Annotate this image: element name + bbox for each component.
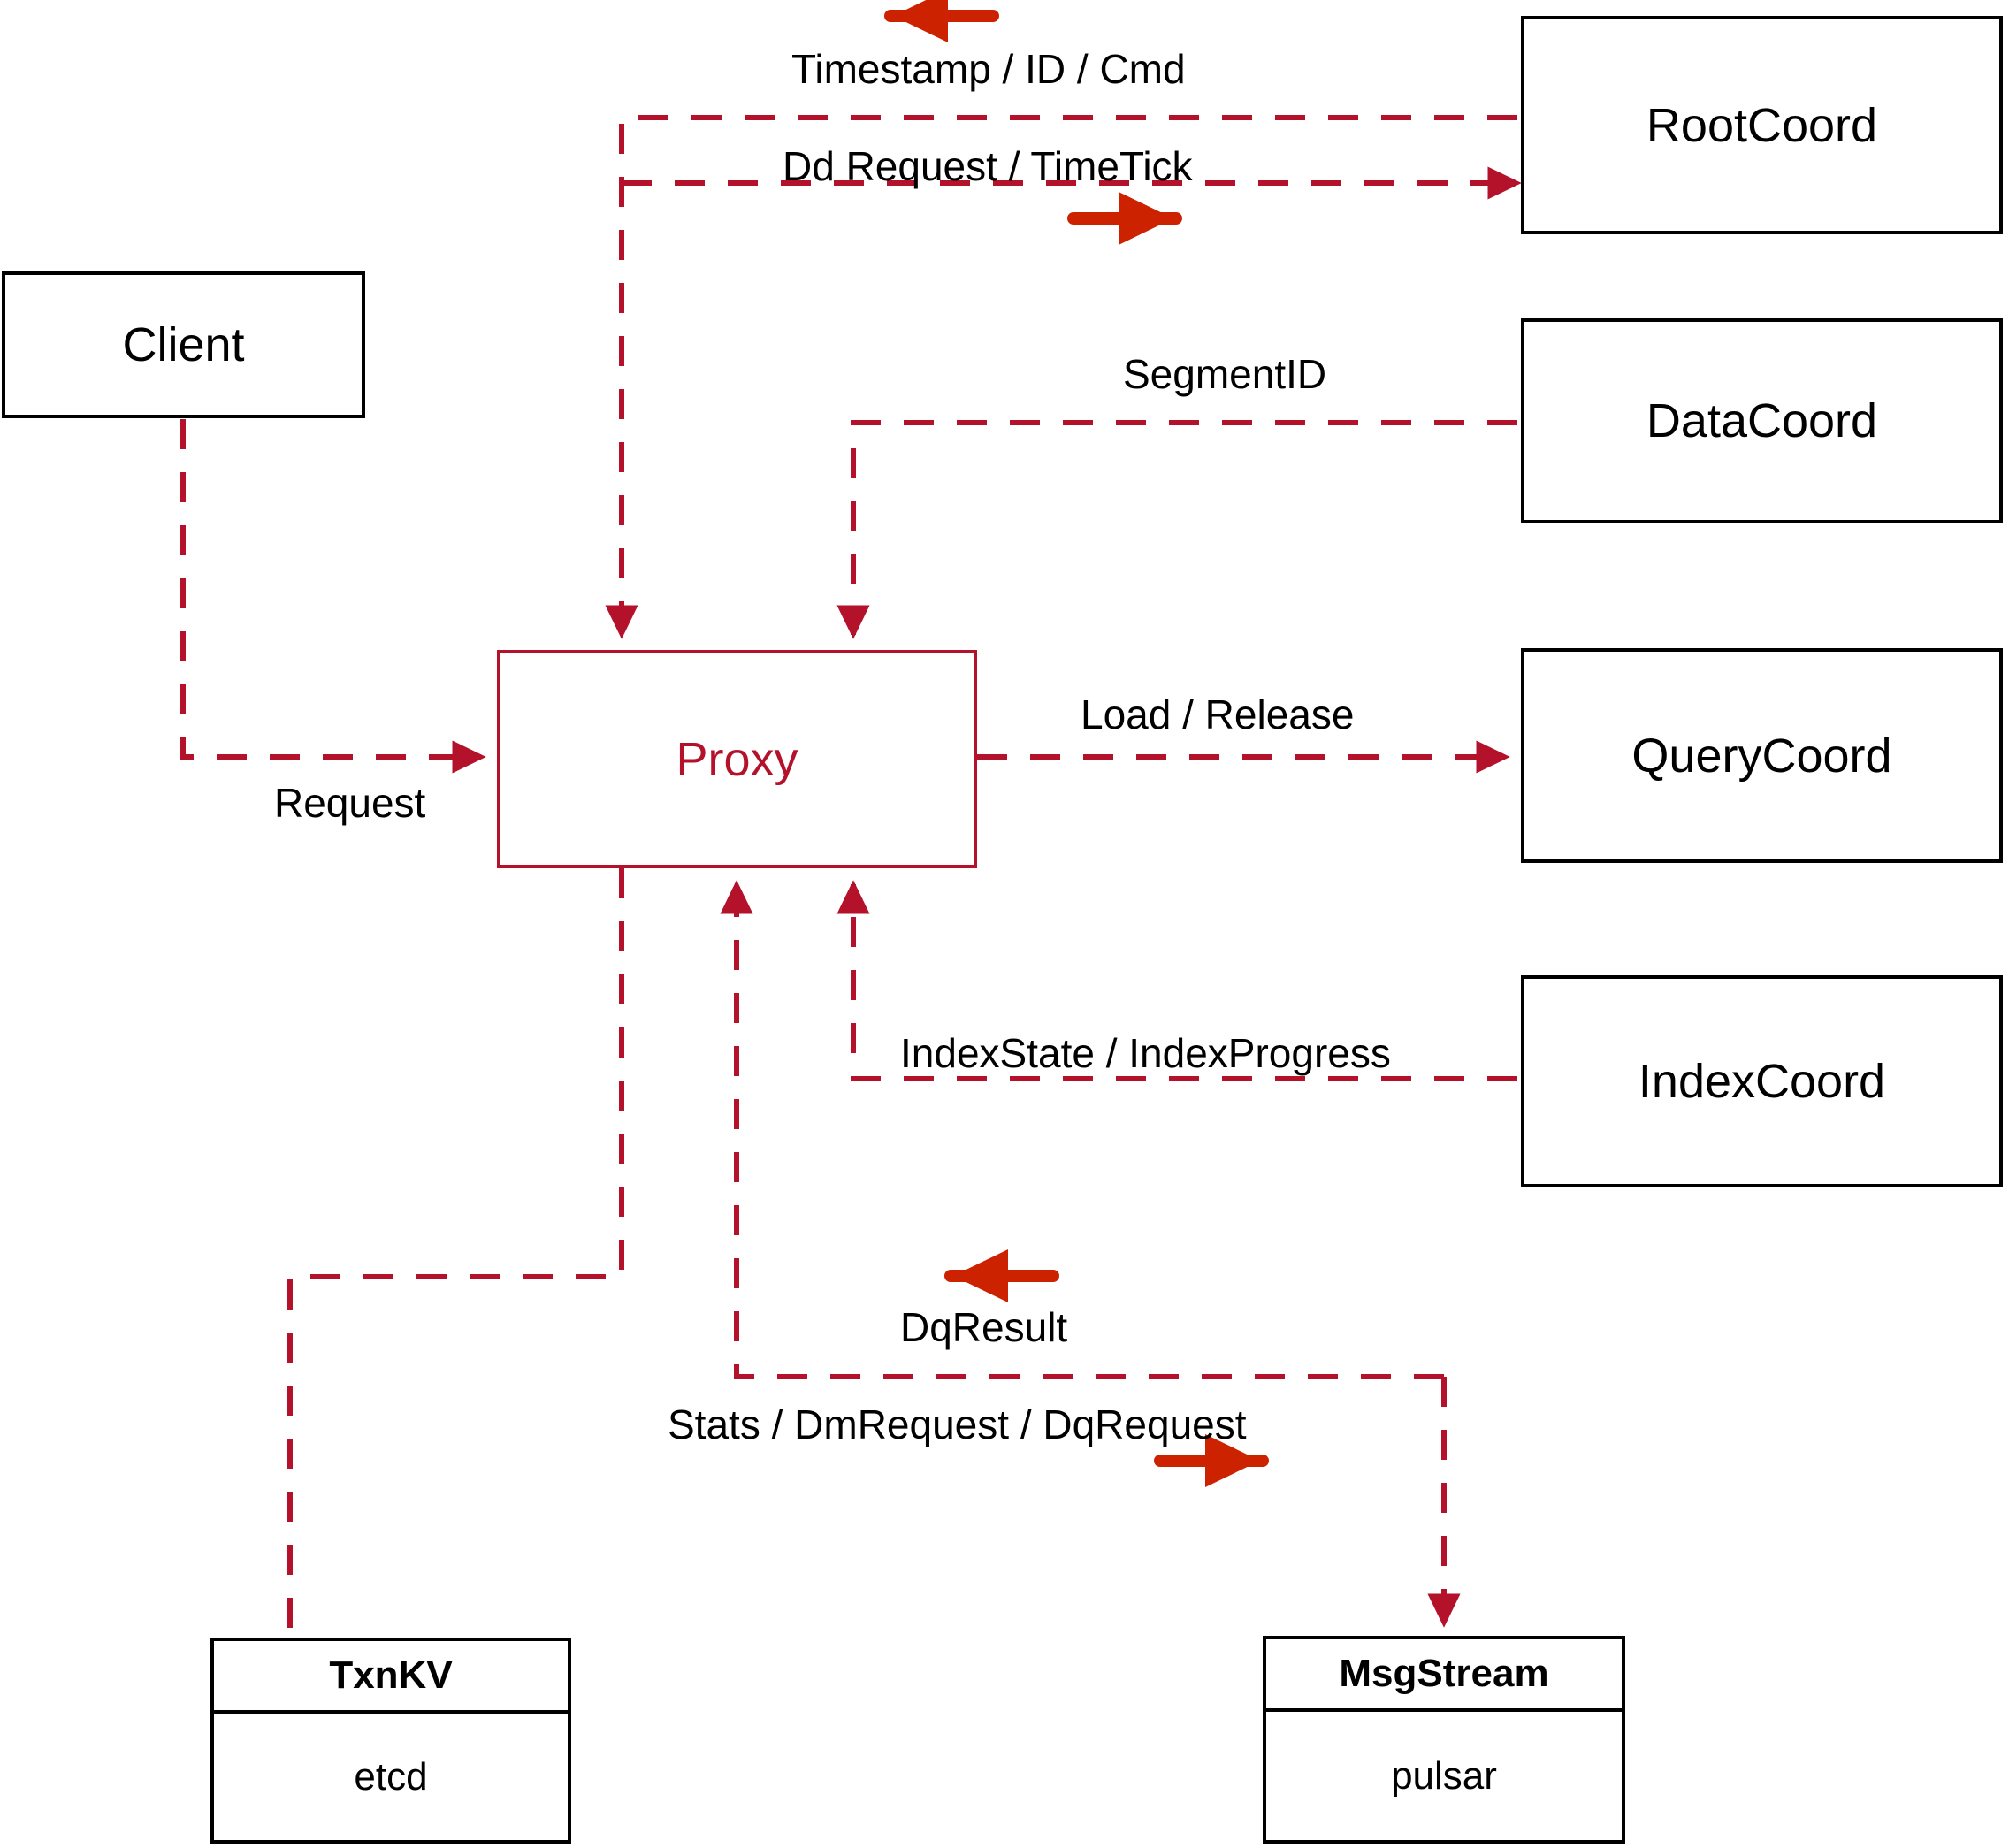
edge-msgstream-to-proxy: [720, 880, 1444, 1379]
node-datacoord-label: DataCoord: [1646, 394, 1878, 447]
edge-label-dd-request-timetick: Dd Request / TimeTick: [783, 143, 1193, 189]
edge-label-timestamp-id-cmd: Timestamp / ID / Cmd: [791, 46, 1186, 92]
direction-arrow-dqresult-left: [944, 1249, 1059, 1302]
edge-rootcoord-to-proxy: [605, 115, 1517, 639]
node-proxy[interactable]: Proxy: [497, 650, 977, 868]
edge-label-request: Request: [274, 780, 426, 826]
node-msgstream-impl: pulsar: [1391, 1753, 1497, 1798]
node-msgstream[interactable]: MsgStream pulsar: [1263, 1636, 1625, 1844]
node-proxy-label: Proxy: [676, 732, 798, 786]
node-client[interactable]: Client: [2, 271, 365, 418]
node-querycoord-label: QueryCoord: [1631, 729, 1892, 783]
edge-label-load-release: Load / Release: [1081, 691, 1355, 737]
node-indexcoord[interactable]: IndexCoord: [1521, 975, 2003, 1187]
node-querycoord[interactable]: QueryCoord: [1521, 648, 2003, 863]
edge-datacoord-to-proxy: [836, 420, 1517, 639]
node-indexcoord-label: IndexCoord: [1638, 1055, 1886, 1108]
node-msgstream-header: MsgStream: [1266, 1639, 1622, 1712]
direction-arrow-timestamp-left: [884, 0, 999, 42]
direction-arrow-ddrequest-right: [1067, 192, 1182, 245]
edge-client-to-proxy: [180, 419, 486, 774]
node-msgstream-body: pulsar: [1266, 1712, 1622, 1840]
node-client-label: Client: [122, 318, 245, 371]
edge-label-stats-dm-dq-request: Stats / DmRequest / DqRequest: [668, 1401, 1247, 1447]
edge-proxy-to-txnkv: [287, 868, 624, 1638]
direction-arrow-dqrequest-right: [1154, 1434, 1269, 1487]
node-txnkv-header: TxnKV: [214, 1641, 568, 1714]
edge-indexcoord-to-proxy: [836, 880, 1517, 1081]
edge-label-index-state-progress: IndexState / IndexProgress: [900, 1030, 1391, 1076]
node-rootcoord[interactable]: RootCoord: [1521, 16, 2003, 234]
node-txnkv[interactable]: TxnKV etcd: [210, 1638, 571, 1844]
edge-label-dq-result: DqResult: [900, 1304, 1068, 1350]
node-txnkv-body: etcd: [214, 1714, 568, 1840]
edge-label-segment-id: SegmentID: [1123, 351, 1327, 397]
node-txnkv-title: TxnKV: [329, 1653, 453, 1697]
node-rootcoord-label: RootCoord: [1646, 98, 1878, 152]
node-datacoord[interactable]: DataCoord: [1521, 318, 2003, 523]
node-txnkv-impl: etcd: [354, 1754, 428, 1798]
node-msgstream-title: MsgStream: [1339, 1652, 1549, 1695]
